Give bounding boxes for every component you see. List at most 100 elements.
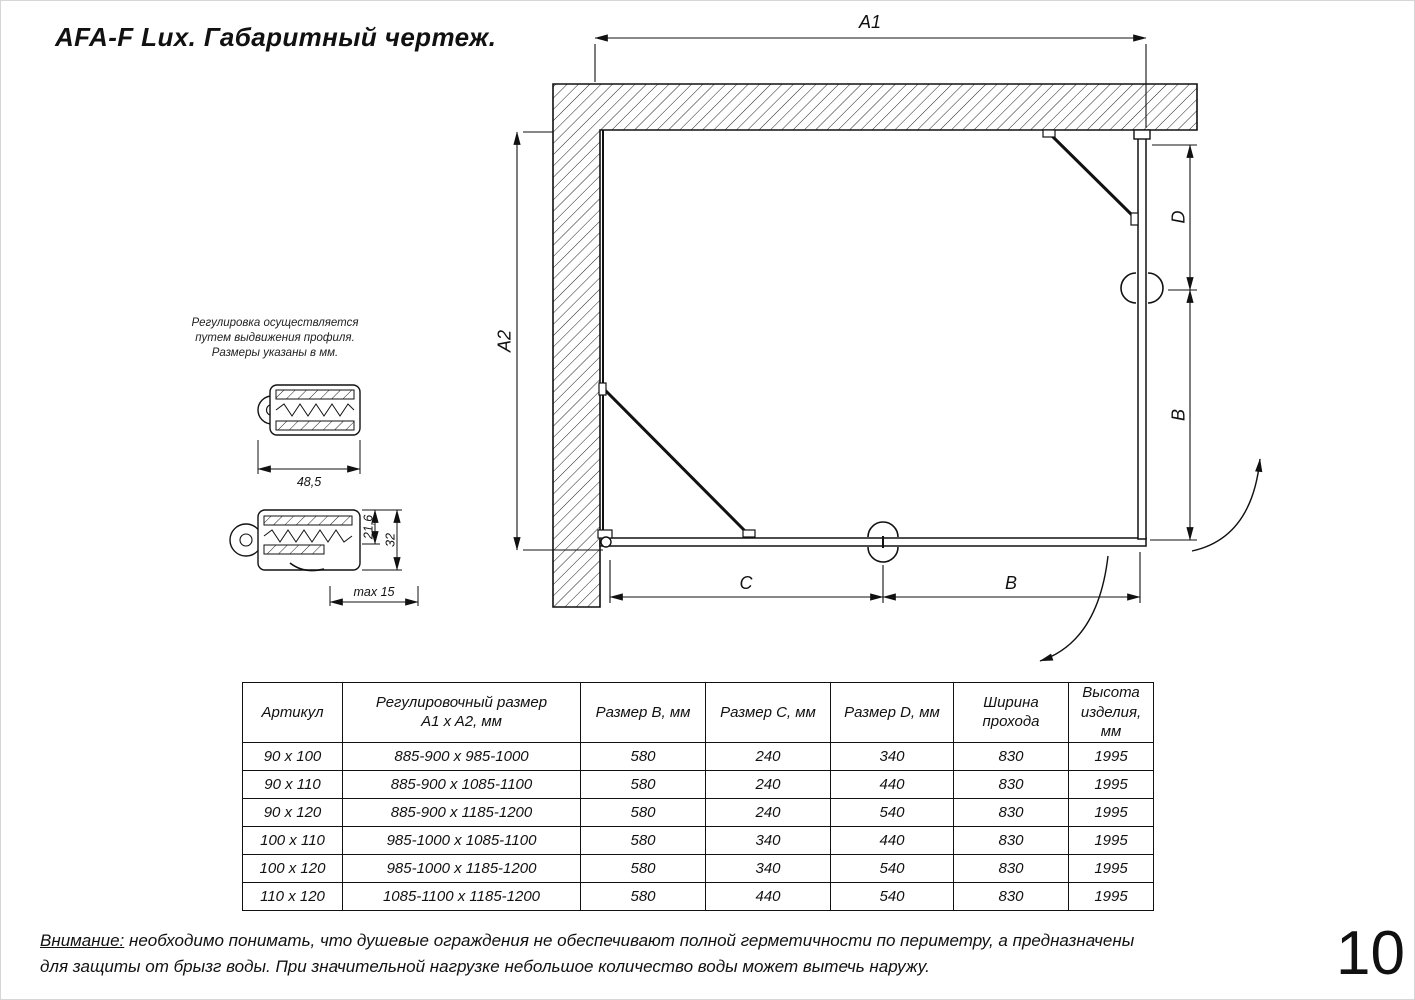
column-header-height: Высота изделия, мм — [1068, 682, 1154, 743]
table-cell: 830 — [953, 853, 1069, 883]
warning-note: Внимание: необходимо понимать, что душев… — [40, 928, 1160, 979]
table-cell: 580 — [580, 825, 706, 855]
table-cell: 1085-1100 x 1185-1200 — [342, 881, 581, 911]
adjustment-note: Регулировка осуществляется путем выдвиже… — [168, 316, 382, 361]
table-cell: 240 — [705, 769, 831, 799]
table-cell: 830 — [953, 769, 1069, 799]
table-cell: 100 x 110 — [242, 825, 343, 855]
table-cell: 340 — [830, 741, 954, 771]
table-cell: 90 x 120 — [242, 797, 343, 827]
table-cell: 240 — [705, 797, 831, 827]
swing-arc-right — [1191, 458, 1263, 552]
table-cell: 830 — [953, 825, 1069, 855]
table-cell: 985-1000 x 1085-1100 — [342, 825, 581, 855]
table-cell: 340 — [705, 825, 831, 855]
dim-label-c: C — [740, 573, 754, 593]
table-cell: 340 — [705, 853, 831, 883]
dimension-c-b-bottom: C B — [609, 552, 1141, 603]
table-row: 90 x 120 885-900 x 1185-1200 580 240 540… — [242, 797, 1154, 827]
table-cell: 885-900 x 985-1000 — [342, 741, 581, 771]
column-header-size-b: Размер B, мм — [580, 682, 706, 743]
table-cell: 830 — [953, 741, 1069, 771]
dimension-a1: A1 — [594, 12, 1147, 128]
table-row: 110 x 120 1085-1100 x 1185-1200 580 440 … — [242, 881, 1154, 911]
table-cell: 110 x 120 — [242, 881, 343, 911]
table-cell: 90 x 110 — [242, 769, 343, 799]
table-cell: 440 — [830, 769, 954, 799]
door-swing-arcs — [1039, 458, 1263, 662]
dim-label-48-5: 48,5 — [297, 475, 321, 489]
table-cell: 540 — [830, 881, 954, 911]
table-cell: 580 — [580, 741, 706, 771]
table-cell: 885-900 x 1085-1100 — [342, 769, 581, 799]
table-cell: 1995 — [1068, 881, 1154, 911]
dimension-21-6-32: 21,6 32 — [361, 509, 402, 571]
table-cell: 985-1000 x 1185-1200 — [342, 853, 581, 883]
dim-label-max-15: max 15 — [354, 585, 395, 599]
dimension-a2: A2 — [494, 131, 603, 551]
plan-view-drawing: A1 A2 D B C B — [494, 12, 1263, 662]
dimension-48-5: 48,5 — [257, 440, 361, 489]
swing-arc-bottom — [1039, 555, 1109, 662]
column-header-size-d: Размер D, мм — [830, 682, 954, 743]
column-header-pass-width: Ширина прохода — [953, 682, 1069, 743]
warning-line-1: Внимание: необходимо понимать, что душев… — [40, 928, 1160, 954]
corner-fitting — [597, 529, 613, 548]
dim-label-a1: A1 — [858, 12, 881, 32]
table-cell: 240 — [705, 741, 831, 771]
profile-section-1 — [257, 384, 361, 436]
wall-hatching — [552, 83, 1198, 608]
column-header-adjust-size: Регулировочный размер A1 x A2, мм — [342, 682, 581, 743]
table-cell: 440 — [705, 881, 831, 911]
table-cell: 580 — [580, 881, 706, 911]
warning-label: Внимание: — [40, 931, 125, 950]
table-cell: 1995 — [1068, 769, 1154, 799]
warning-line-2: для защиты от брызг воды. При значительн… — [40, 956, 930, 976]
door-handles — [867, 272, 1164, 563]
enclosure-frame — [599, 129, 1151, 548]
table-cell: 1995 — [1068, 853, 1154, 883]
column-header-size-c: Размер C, мм — [705, 682, 831, 743]
table-cell: 100 x 120 — [242, 853, 343, 883]
table-cell: 580 — [580, 769, 706, 799]
handle-right — [1147, 272, 1164, 304]
table-cell: 1995 — [1068, 797, 1154, 827]
table-cell: 440 — [830, 825, 954, 855]
handle-bottom — [867, 521, 899, 538]
handle-bottom — [867, 546, 899, 563]
profile-section-2 — [229, 509, 361, 572]
table-cell: 540 — [830, 797, 954, 827]
dim-label-a2: A2 — [494, 330, 514, 353]
table-cell: 830 — [953, 881, 1069, 911]
dim-label-d: D — [1168, 211, 1188, 224]
table-cell: 580 — [580, 797, 706, 827]
dimensions-table: Артикул Регулировочный размер A1 x A2, м… — [242, 682, 1154, 911]
support-braces — [598, 129, 1139, 538]
column-header-artikul: Артикул — [242, 682, 343, 743]
handle-right — [1120, 272, 1137, 304]
table-cell: 90 x 100 — [242, 741, 343, 771]
page-title: AFA-F Lux. Габаритный чертеж. — [55, 22, 497, 52]
dimension-max-15: max 15 — [329, 585, 419, 606]
dim-label-b-right: B — [1168, 409, 1188, 421]
page-number: 10 — [1336, 919, 1405, 988]
table-cell: 580 — [580, 853, 706, 883]
table-cell: 885-900 x 1185-1200 — [342, 797, 581, 827]
dim-label-32: 32 — [383, 533, 397, 547]
profile-sections-drawing: 48,5 21,6 32 max 15 — [229, 384, 419, 606]
note-line-2: путем выдвижения профиля. — [195, 331, 355, 344]
table-row: 100 x 110 985-1000 x 1085-1100 580 340 4… — [242, 825, 1154, 855]
dim-label-21-6: 21,6 — [361, 515, 375, 540]
note-line-1: Регулировка осуществляется — [191, 317, 359, 329]
table-cell: 540 — [830, 853, 954, 883]
note-line-3: Размеры указаны в мм. — [211, 346, 339, 359]
table-cell: 1995 — [1068, 741, 1154, 771]
table-row: 90 x 110 885-900 x 1085-1100 580 240 440… — [242, 769, 1154, 799]
warning-text-1: необходимо понимать, что душевые огражде… — [124, 931, 1135, 950]
table-cell: 1995 — [1068, 825, 1154, 855]
table-cell: 830 — [953, 797, 1069, 827]
table-header-row: Артикул Регулировочный размер A1 x A2, м… — [242, 682, 1154, 743]
dimension-d-b-right: D B — [1150, 144, 1197, 541]
table-row: 100 x 120 985-1000 x 1185-1200 580 340 5… — [242, 853, 1154, 883]
table-row: 90 x 100 885-900 x 985-1000 580 240 340 … — [242, 741, 1154, 771]
